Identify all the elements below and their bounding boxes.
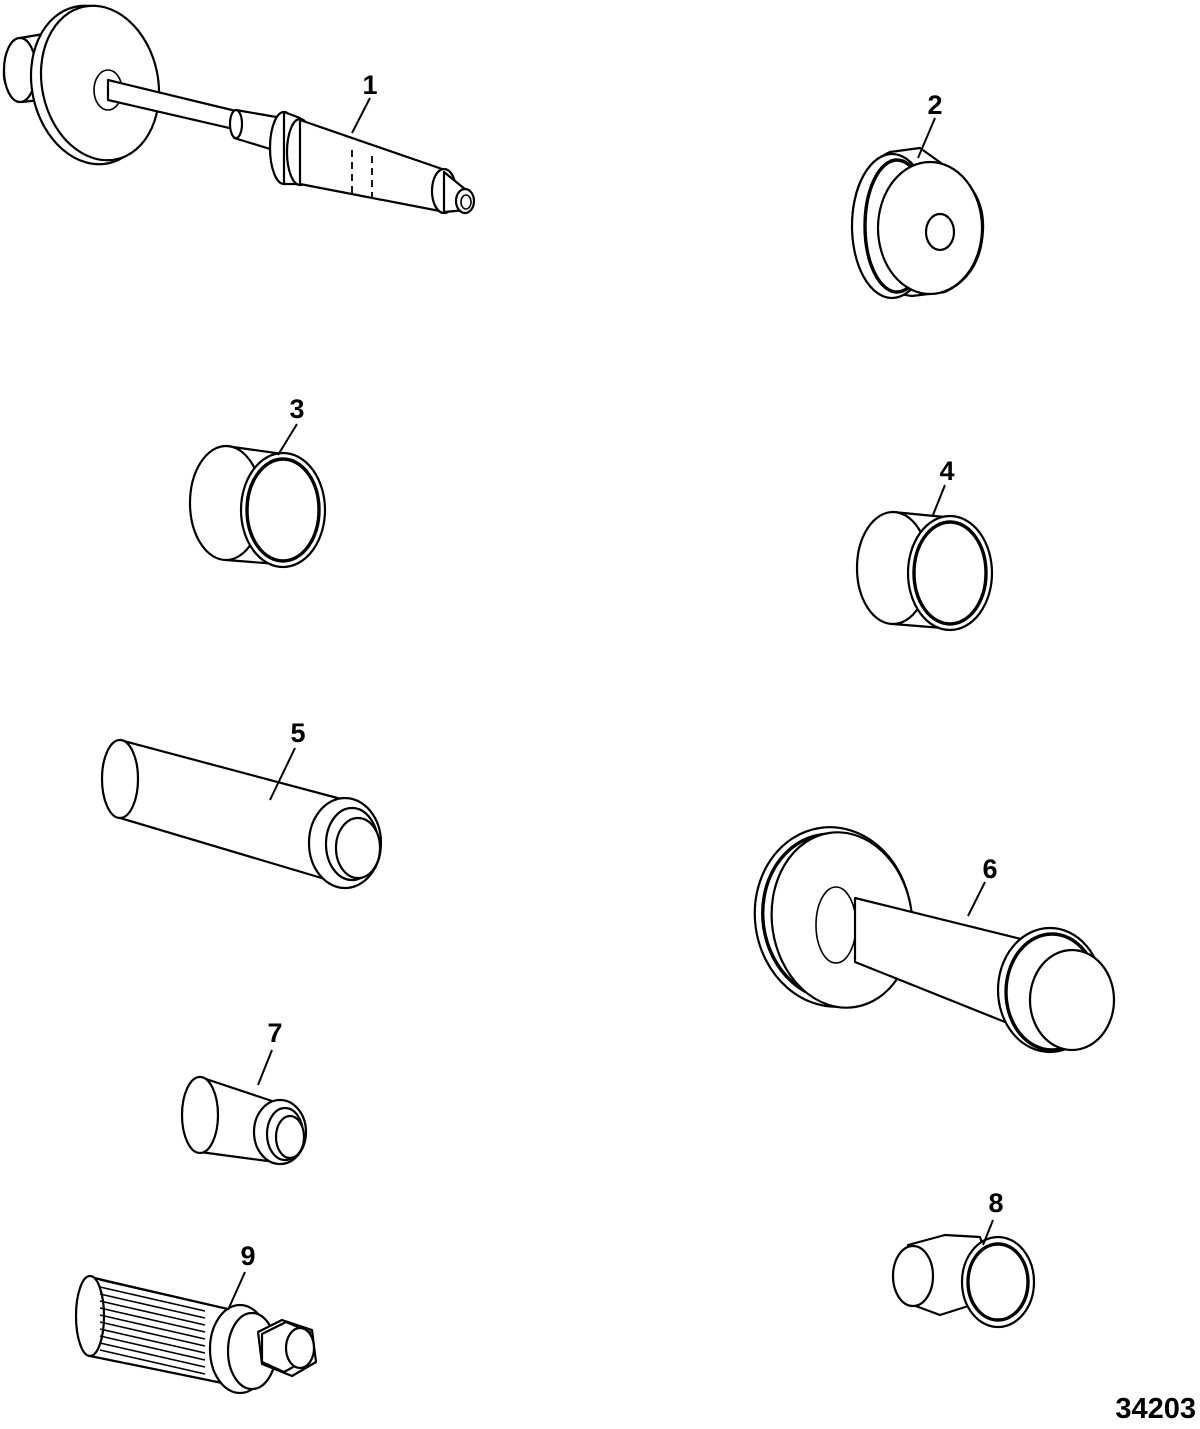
figure-number: 34203 bbox=[1115, 1393, 1196, 1425]
svg-text:9: 9 bbox=[240, 1241, 255, 1271]
callout-2: 2 bbox=[917, 90, 943, 159]
callout-7: 7 bbox=[257, 1018, 283, 1086]
part-3-sleeve bbox=[188, 444, 327, 569]
part-4-sleeve bbox=[855, 510, 994, 632]
part-5-cylinder-driver bbox=[100, 738, 383, 890]
part-7-short-driver bbox=[180, 1075, 308, 1166]
callout-4: 4 bbox=[932, 456, 955, 516]
svg-text:2: 2 bbox=[927, 90, 942, 120]
callout-6: 6 bbox=[967, 854, 998, 917]
part-8-stepped-sleeve bbox=[891, 1233, 1036, 1329]
svg-text:6: 6 bbox=[982, 854, 997, 884]
callout-3: 3 bbox=[277, 394, 305, 456]
svg-text:7: 7 bbox=[267, 1018, 282, 1048]
svg-text:3: 3 bbox=[289, 394, 304, 424]
callout-5: 5 bbox=[269, 718, 306, 801]
spline-lines bbox=[99, 1279, 206, 1375]
callout-8: 8 bbox=[982, 1188, 1004, 1246]
svg-text:8: 8 bbox=[988, 1188, 1003, 1218]
part-1-driver-shaft bbox=[2, 4, 476, 215]
callout-9: 9 bbox=[227, 1241, 256, 1311]
part-9-splined-tool bbox=[74, 1274, 318, 1395]
svg-text:1: 1 bbox=[362, 70, 377, 100]
svg-text:5: 5 bbox=[290, 718, 305, 748]
part-2-bearing-driver bbox=[850, 146, 985, 300]
callout-1: 1 bbox=[351, 70, 378, 134]
part-6-flanged-driver bbox=[753, 826, 1116, 1054]
svg-text:4: 4 bbox=[939, 456, 954, 486]
